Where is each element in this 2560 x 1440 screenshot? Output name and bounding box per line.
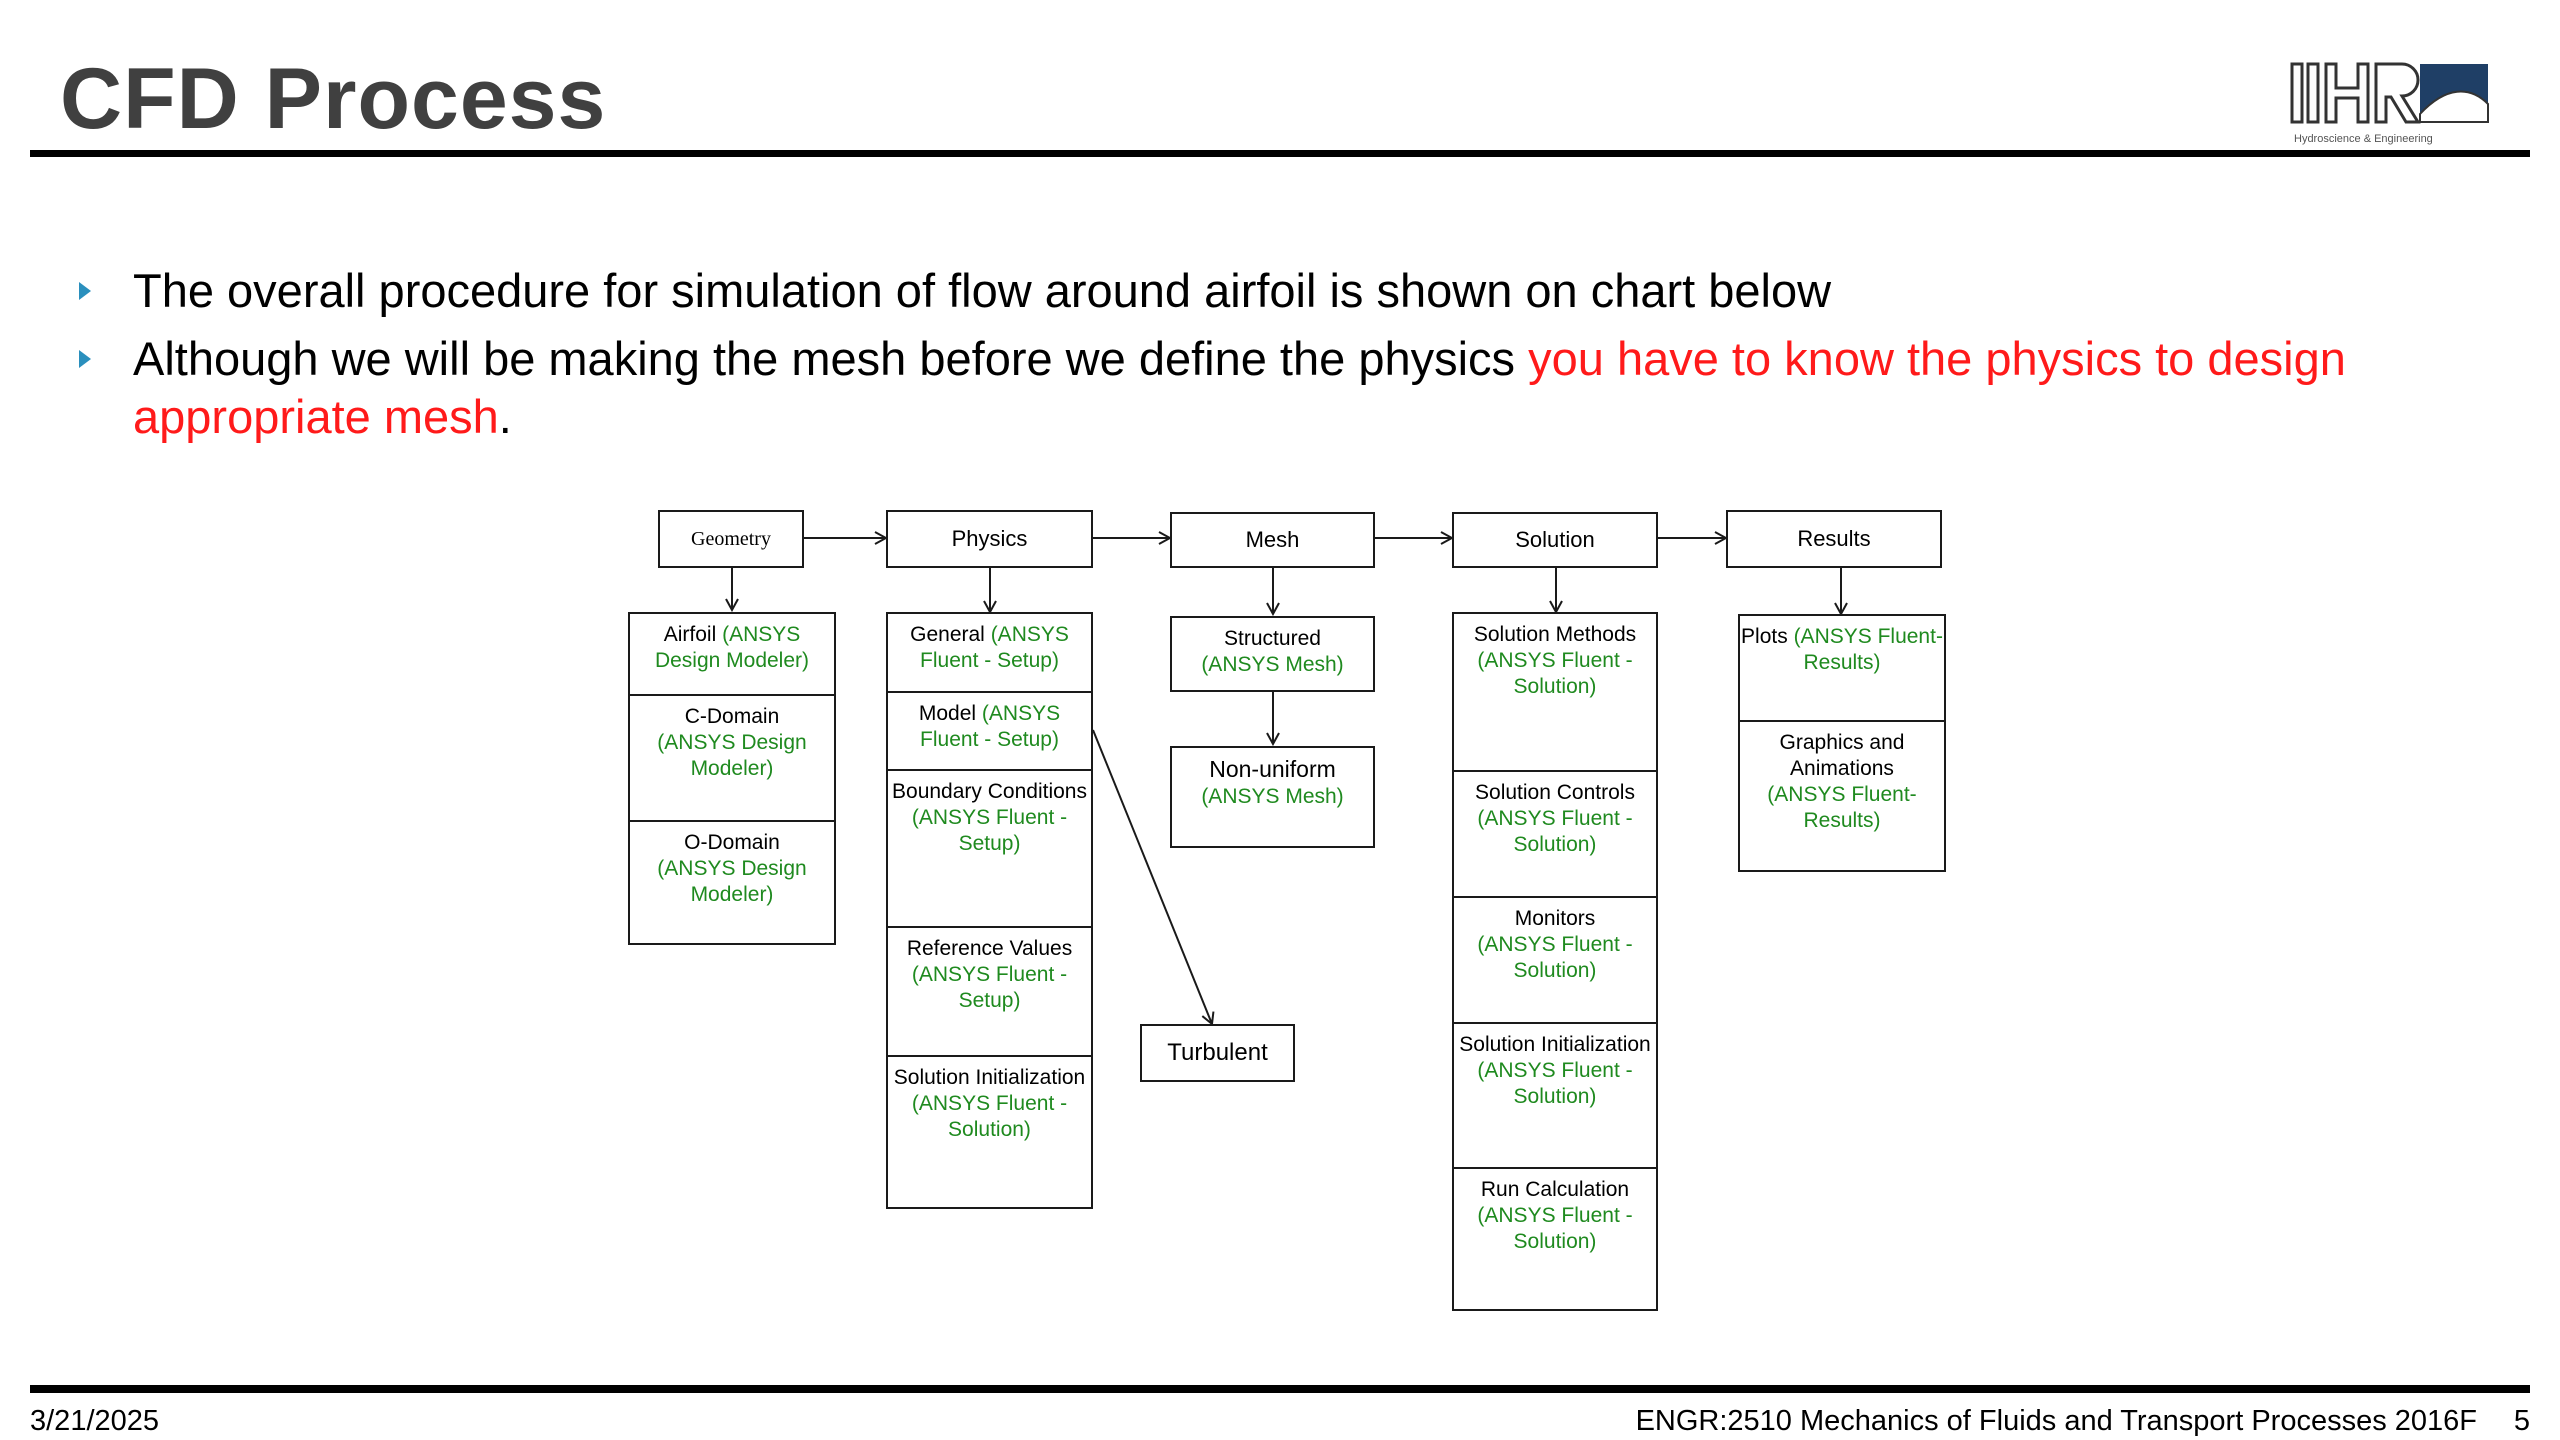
step-tool: (ANSYS Design Modeler) xyxy=(657,857,807,906)
physics-step-general: General (ANSYS Fluent - Setup) xyxy=(888,614,1091,691)
step-tool: (ANSYS Fluent - Solution) xyxy=(1477,807,1633,856)
step-tool: (ANSYS Fluent - Setup) xyxy=(920,702,1061,751)
step-label: Model xyxy=(918,702,977,725)
results-step-graphics: Graphics and Animations (ANSYS Fluent- R… xyxy=(1740,720,1944,872)
solution-header: Solution xyxy=(1452,512,1658,568)
physics-step-model: Model (ANSYS Fluent - Setup) xyxy=(888,691,1091,769)
arrow-model-to-turbulent xyxy=(1092,729,1212,1024)
step-tool: (ANSYS Fluent - Setup) xyxy=(911,963,1068,1012)
step-tool: (ANSYS Design Modeler) xyxy=(657,731,807,780)
bullet-list: The overall procedure for simulation of … xyxy=(75,262,2475,456)
step-label: Structured xyxy=(1224,627,1321,650)
logo-subtitle: Hydroscience & Engineering xyxy=(2294,133,2433,145)
step-label: Reference Values xyxy=(906,937,1073,960)
step-label: General xyxy=(910,623,985,646)
physics-step-reference-values: Reference Values (ANSYS Fluent - Setup) xyxy=(888,926,1091,1055)
step-tool: (ANSYS Mesh) xyxy=(1201,653,1344,676)
step-label: Plots xyxy=(1741,625,1788,648)
step-label: Run Calculation xyxy=(1480,1178,1630,1201)
geometry-step-c-domain: C-Domain (ANSYS Design Modeler) xyxy=(630,694,834,820)
footer-course: ENGR:2510 Mechanics of Fluids and Transp… xyxy=(1635,1405,2477,1437)
physics-step-solution-initialization: Solution Initialization (ANSYS Fluent - … xyxy=(888,1055,1091,1209)
bullet-suffix: . xyxy=(498,390,512,443)
bullet-item: Although we will be making the mesh befo… xyxy=(75,330,2475,446)
solution-step-controls: Solution Controls (ANSYS Fluent - Soluti… xyxy=(1454,770,1656,896)
bullet-text: The overall procedure for simulation of … xyxy=(133,264,1832,317)
geometry-step-o-domain: O-Domain (ANSYS Design Modeler) xyxy=(630,820,834,945)
bullet-text: Although we will be making the mesh befo… xyxy=(133,332,1529,385)
step-label: Airfoil xyxy=(663,623,717,646)
geometry-step-airfoil: Airfoil (ANSYS Design Modeler) xyxy=(630,614,834,694)
step-tool: (ANSYS Fluent - Solution) xyxy=(1477,1059,1633,1108)
mesh-header: Mesh xyxy=(1170,512,1375,568)
geometry-steps: Airfoil (ANSYS Design Modeler) C-Domain … xyxy=(628,612,836,945)
triangle-bullet-icon xyxy=(79,282,91,300)
step-label: Monitors xyxy=(1514,907,1596,930)
step-label: Non-uniform xyxy=(1209,756,1336,782)
solution-step-initialization: Solution Initialization (ANSYS Fluent - … xyxy=(1454,1022,1656,1167)
physics-steps: General (ANSYS Fluent - Setup) Model (AN… xyxy=(886,612,1093,1209)
physics-header: Physics xyxy=(886,510,1093,568)
step-tool: (ANSYS Fluent - Solution) xyxy=(911,1092,1068,1141)
mesh-step-structured: Structured (ANSYS Mesh) xyxy=(1170,616,1375,692)
iihr-logo: Hydroscience & Engineering xyxy=(2290,58,2520,148)
step-label: Graphics and Animations xyxy=(1779,731,1905,780)
results-step-plots: Plots (ANSYS Fluent- Results) xyxy=(1740,616,1944,720)
step-label: Solution Controls xyxy=(1475,781,1635,804)
footer-page-number: 5 xyxy=(2513,1405,2530,1437)
results-header: Results xyxy=(1726,510,1942,568)
step-tool: (ANSYS Fluent- Results) xyxy=(1793,625,1943,674)
geometry-header: Geometry xyxy=(658,510,804,568)
turbulent-box: Turbulent xyxy=(1140,1024,1295,1082)
title-underline xyxy=(30,150,2530,157)
solution-steps: Solution Methods (ANSYS Fluent - Solutio… xyxy=(1452,612,1658,1311)
step-label: C-Domain xyxy=(684,705,780,728)
step-label: Solution Initialization xyxy=(1459,1033,1651,1056)
solution-step-methods: Solution Methods (ANSYS Fluent - Solutio… xyxy=(1454,614,1656,770)
physics-step-boundary-conditions: Boundary Conditions (ANSYS Fluent - Setu… xyxy=(888,769,1091,926)
step-tool: (ANSYS Mesh) xyxy=(1201,785,1344,808)
solution-step-run-calculation: Run Calculation (ANSYS Fluent - Solution… xyxy=(1454,1167,1656,1311)
step-tool: (ANSYS Fluent - Solution) xyxy=(1477,1204,1633,1253)
step-label: Solution Methods xyxy=(1473,623,1637,646)
step-tool: (ANSYS Fluent - Setup) xyxy=(911,806,1068,855)
step-tool: (ANSYS Fluent - Setup) xyxy=(920,623,1069,672)
step-label: Boundary Conditions xyxy=(892,780,1087,803)
mesh-step-non-uniform: Non-uniform (ANSYS Mesh) xyxy=(1170,746,1375,848)
bullet-highlight-text: you have to know the physics to design a… xyxy=(133,332,2346,443)
step-label: O-Domain xyxy=(684,831,780,854)
triangle-bullet-icon xyxy=(79,350,91,368)
slide-title: CFD Process xyxy=(60,51,607,147)
step-tool: (ANSYS Fluent - Solution) xyxy=(1477,933,1633,982)
footer-date: 3/21/2025 xyxy=(30,1405,160,1437)
solution-step-monitors: Monitors (ANSYS Fluent - Solution) xyxy=(1454,896,1656,1022)
footer-rule xyxy=(30,1385,2530,1393)
step-tool: (ANSYS Fluent- Results) xyxy=(1767,783,1917,832)
step-tool: (ANSYS Fluent - Solution) xyxy=(1477,649,1633,698)
results-steps: Plots (ANSYS Fluent- Results) Graphics a… xyxy=(1738,614,1946,872)
step-label: Solution Initialization xyxy=(893,1066,1086,1089)
bullet-item: The overall procedure for simulation of … xyxy=(75,262,2475,320)
step-tool: (ANSYS Design Modeler) xyxy=(654,623,810,672)
